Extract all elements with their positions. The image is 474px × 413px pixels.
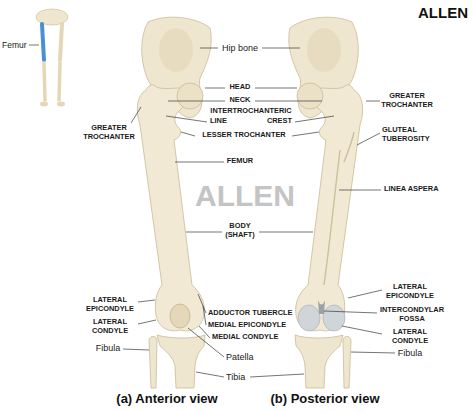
leader-line [29, 45, 39, 46]
inset-tibia [59, 63, 60, 100]
leader-line [342, 326, 382, 334]
part-label: LATERAL EPICONDYLE [80, 296, 140, 314]
leader-line [366, 101, 380, 102]
leader-line [196, 372, 224, 377]
part-label: GREATER TROCHANTER [80, 124, 138, 142]
inset-label: Femur [2, 40, 29, 50]
posterior-leg [289, 17, 363, 388]
leader-line [186, 232, 222, 233]
part-label: LATERAL CONDYLE [80, 318, 140, 336]
leader-line [250, 374, 304, 377]
leader-line [357, 133, 380, 145]
leader-line [292, 132, 319, 136]
posterior-condyle [323, 305, 345, 331]
leader-line [255, 101, 322, 102]
part-label: MEDIAL EPICONDYLE [208, 321, 296, 330]
part-label: LATERAL EPICONDYLE [380, 283, 440, 301]
part-label: INTERTROCHANTERIC [207, 107, 295, 116]
leader-line [262, 48, 300, 49]
inset-femur-highlight [42, 24, 44, 60]
leader-line [181, 132, 195, 136]
leader-line [198, 294, 206, 313]
part-label: LINE [210, 117, 240, 126]
leader-line [259, 232, 313, 233]
leader-line [168, 101, 225, 102]
leader-line [131, 107, 141, 123]
part-label: LATERAL CONDYLE [380, 328, 440, 346]
leader-line [203, 306, 206, 325]
leader-line [175, 162, 224, 163]
leader-line [200, 48, 218, 49]
part-label: INTERCONDYLAR FOSSA [376, 306, 448, 324]
inset-femur [60, 24, 62, 60]
part-label: NECK [220, 96, 260, 105]
inset-tibia [44, 63, 45, 100]
part-label: BODY (SHAFT) [217, 222, 263, 240]
part-label: Hip bone [215, 43, 265, 54]
posterior-condyle [298, 305, 320, 331]
intercondylar-fossa [318, 300, 325, 314]
leader-line [123, 349, 149, 350]
part-label: LESSER TROCHANTER [196, 131, 292, 140]
part-label: GLUTEAL TUBEROSITY [382, 126, 442, 144]
part-label: FEMUR [215, 157, 265, 166]
part-label: HEAD [220, 83, 260, 92]
leader-line [348, 290, 382, 298]
part-label: Fibula [380, 348, 440, 359]
part-label: Tibia [226, 372, 266, 383]
part-label: Fibula [88, 343, 128, 354]
part-label: CREST [260, 117, 292, 126]
leader-line [205, 88, 225, 89]
inset-foot [40, 102, 48, 107]
part-label: LINEA ASPERA [384, 185, 464, 194]
inset-foot [57, 102, 65, 107]
leader-line [351, 352, 395, 353]
leader-line [339, 190, 381, 191]
leader-line [295, 116, 334, 122]
linea-aspera-ridge [324, 150, 340, 285]
leader-line [138, 320, 156, 324]
leader-line [324, 311, 377, 313]
view-caption: (b) Posterior view [250, 391, 400, 407]
part-label: Patella [226, 352, 270, 363]
leader-lines [123, 48, 395, 377]
leader-line [255, 88, 297, 89]
leader-line [166, 116, 207, 122]
logo-text: ALLEN [410, 4, 468, 22]
part-label: GREATER TROCHANTER [378, 92, 436, 110]
part-label: MEDIAL CONDYLE [212, 333, 292, 342]
view-caption: (a) Anterior view [92, 391, 242, 407]
watermark-text: ALLEN [190, 178, 300, 214]
leader-line [138, 300, 155, 302]
patella [170, 304, 190, 328]
part-label: ADDUCTOR TUBERCLE [208, 309, 300, 318]
gluteal-tuberosity-ridge [344, 132, 354, 162]
